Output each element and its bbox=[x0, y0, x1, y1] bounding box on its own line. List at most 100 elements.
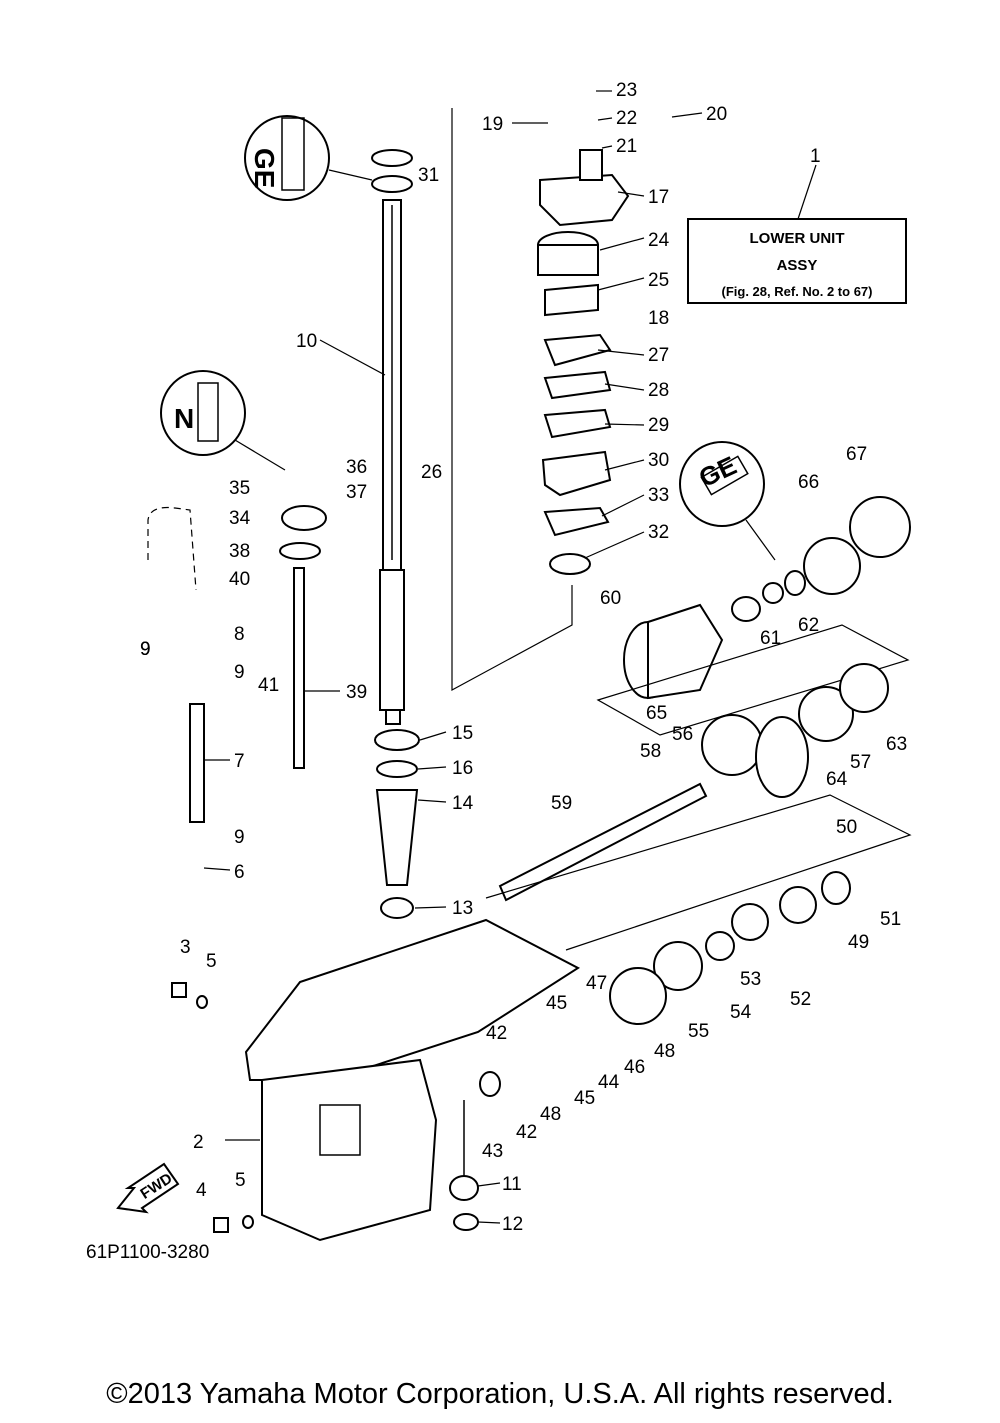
svg-text:N: N bbox=[174, 403, 194, 434]
callout-44: 44 bbox=[598, 1072, 620, 1093]
callout-5a: 5 bbox=[206, 951, 217, 972]
callout-7: 7 bbox=[234, 751, 245, 772]
callout-50: 50 bbox=[836, 817, 857, 838]
callout-30: 30 bbox=[648, 450, 669, 471]
callout-33: 33 bbox=[648, 485, 669, 506]
callout-12: 12 bbox=[502, 1214, 523, 1235]
callout-6: 6 bbox=[234, 862, 245, 883]
water-tube bbox=[147, 506, 205, 823]
callout-52: 52 bbox=[790, 989, 811, 1010]
gear-assembly bbox=[485, 663, 912, 1025]
water-pump-stack bbox=[451, 108, 630, 692]
callout-15: 15 bbox=[452, 723, 473, 744]
assy-line-2: ASSY bbox=[777, 257, 818, 274]
callout-19: 19 bbox=[482, 114, 503, 135]
callout-23: 23 bbox=[616, 80, 637, 101]
callout-58: 58 bbox=[640, 741, 661, 762]
callout-65: 65 bbox=[646, 703, 667, 724]
callout-43: 43 bbox=[482, 1141, 503, 1162]
callout-54: 54 bbox=[730, 1002, 752, 1023]
callout-51: 51 bbox=[880, 909, 901, 930]
callout-18: 18 bbox=[648, 308, 669, 329]
callout-21: 21 bbox=[616, 136, 637, 157]
callout-34: 34 bbox=[229, 508, 251, 529]
callout-9a: 9 bbox=[140, 639, 151, 660]
callout-53: 53 bbox=[740, 969, 761, 990]
callout-63: 63 bbox=[886, 734, 907, 755]
callout-10: 10 bbox=[296, 331, 317, 352]
callout-36: 36 bbox=[346, 457, 367, 478]
callout-13: 13 bbox=[452, 898, 473, 919]
callout-4: 4 bbox=[196, 1180, 207, 1201]
propeller-shaft bbox=[498, 782, 708, 902]
callout-31: 31 bbox=[418, 165, 439, 186]
copyright-notice: ©2013 Yamaha Motor Corporation, U.S.A. A… bbox=[106, 1378, 894, 1410]
callout-37: 37 bbox=[346, 482, 367, 503]
callout-9b: 9 bbox=[234, 662, 245, 683]
callout-42a: 42 bbox=[486, 1023, 507, 1044]
pinion-and-nut bbox=[449, 1071, 501, 1231]
callout-49: 49 bbox=[848, 932, 869, 953]
callout-41: 41 bbox=[258, 675, 279, 696]
callout-67: 67 bbox=[846, 444, 867, 465]
callout-48b: 48 bbox=[540, 1104, 561, 1125]
callout-1: 1 bbox=[810, 146, 821, 167]
callout-25: 25 bbox=[648, 270, 669, 291]
callout-62: 62 bbox=[798, 615, 819, 636]
callout-47: 47 bbox=[586, 973, 607, 994]
callout-3: 3 bbox=[180, 937, 191, 958]
callout-5b: 5 bbox=[235, 1170, 246, 1191]
fwd-arrow-icon: FWD bbox=[116, 1162, 180, 1214]
callout-60: 60 bbox=[600, 588, 621, 609]
callout-42b: 42 bbox=[516, 1122, 537, 1143]
drawing-number: 61P1100-3280 bbox=[86, 1242, 209, 1263]
callout-48a: 48 bbox=[654, 1041, 675, 1062]
callout-26: 26 bbox=[421, 462, 442, 483]
callout-45a: 45 bbox=[546, 993, 567, 1014]
callout-66: 66 bbox=[798, 472, 819, 493]
callout-38: 38 bbox=[229, 541, 250, 562]
sealant-detail-left: N bbox=[160, 370, 286, 471]
callout-22: 22 bbox=[616, 108, 637, 129]
callout-28: 28 bbox=[648, 380, 669, 401]
oil-seals-31 bbox=[371, 149, 413, 193]
callout-20: 20 bbox=[706, 104, 727, 125]
callout-14: 14 bbox=[452, 793, 474, 814]
callout-27: 27 bbox=[648, 345, 669, 366]
assy-line-1: LOWER UNIT bbox=[750, 230, 845, 247]
bearing-parts-13-16 bbox=[374, 729, 420, 919]
callout-59: 59 bbox=[551, 793, 572, 814]
lower-case bbox=[244, 918, 580, 1242]
callout-11: 11 bbox=[502, 1174, 522, 1195]
callout-8: 8 bbox=[234, 624, 245, 645]
assy-line-3: (Fig. 28, Ref. No. 2 to 67) bbox=[722, 284, 873, 299]
callout-46: 46 bbox=[624, 1057, 645, 1078]
callout-29: 29 bbox=[648, 415, 669, 436]
callout-61: 61 bbox=[760, 628, 781, 649]
callout-35: 35 bbox=[229, 478, 250, 499]
callout-56: 56 bbox=[672, 724, 693, 745]
callout-24: 24 bbox=[648, 230, 670, 251]
drive-shaft bbox=[379, 199, 405, 725]
callout-57: 57 bbox=[850, 752, 871, 773]
callout-2: 2 bbox=[193, 1132, 204, 1153]
callout-40: 40 bbox=[229, 569, 250, 590]
callout-32: 32 bbox=[648, 522, 669, 543]
callout-39: 39 bbox=[346, 682, 367, 703]
grease-detail-right: GE bbox=[679, 441, 776, 561]
callout-17: 17 bbox=[648, 187, 669, 208]
drain-screws bbox=[171, 982, 254, 1233]
callout-55: 55 bbox=[688, 1021, 709, 1042]
shift-rod bbox=[279, 505, 327, 769]
callout-64: 64 bbox=[826, 769, 848, 790]
leader-lines bbox=[203, 90, 703, 1224]
callout-9d: 9 bbox=[140, 639, 151, 660]
lower-unit-assy-box: LOWER UNIT ASSY (Fig. 28, Ref. No. 2 to … bbox=[687, 164, 907, 304]
grease-detail-top: GE bbox=[244, 115, 373, 201]
svg-text:GE: GE bbox=[249, 148, 280, 188]
callout-45b: 45 bbox=[574, 1088, 595, 1109]
callout-numbers: 1 2 3 4 5 5 6 7 8 9 9 9 9 10 11 12 13 14… bbox=[140, 80, 907, 1235]
callout-9c: 9 bbox=[234, 827, 245, 848]
prop-housing bbox=[596, 496, 911, 736]
